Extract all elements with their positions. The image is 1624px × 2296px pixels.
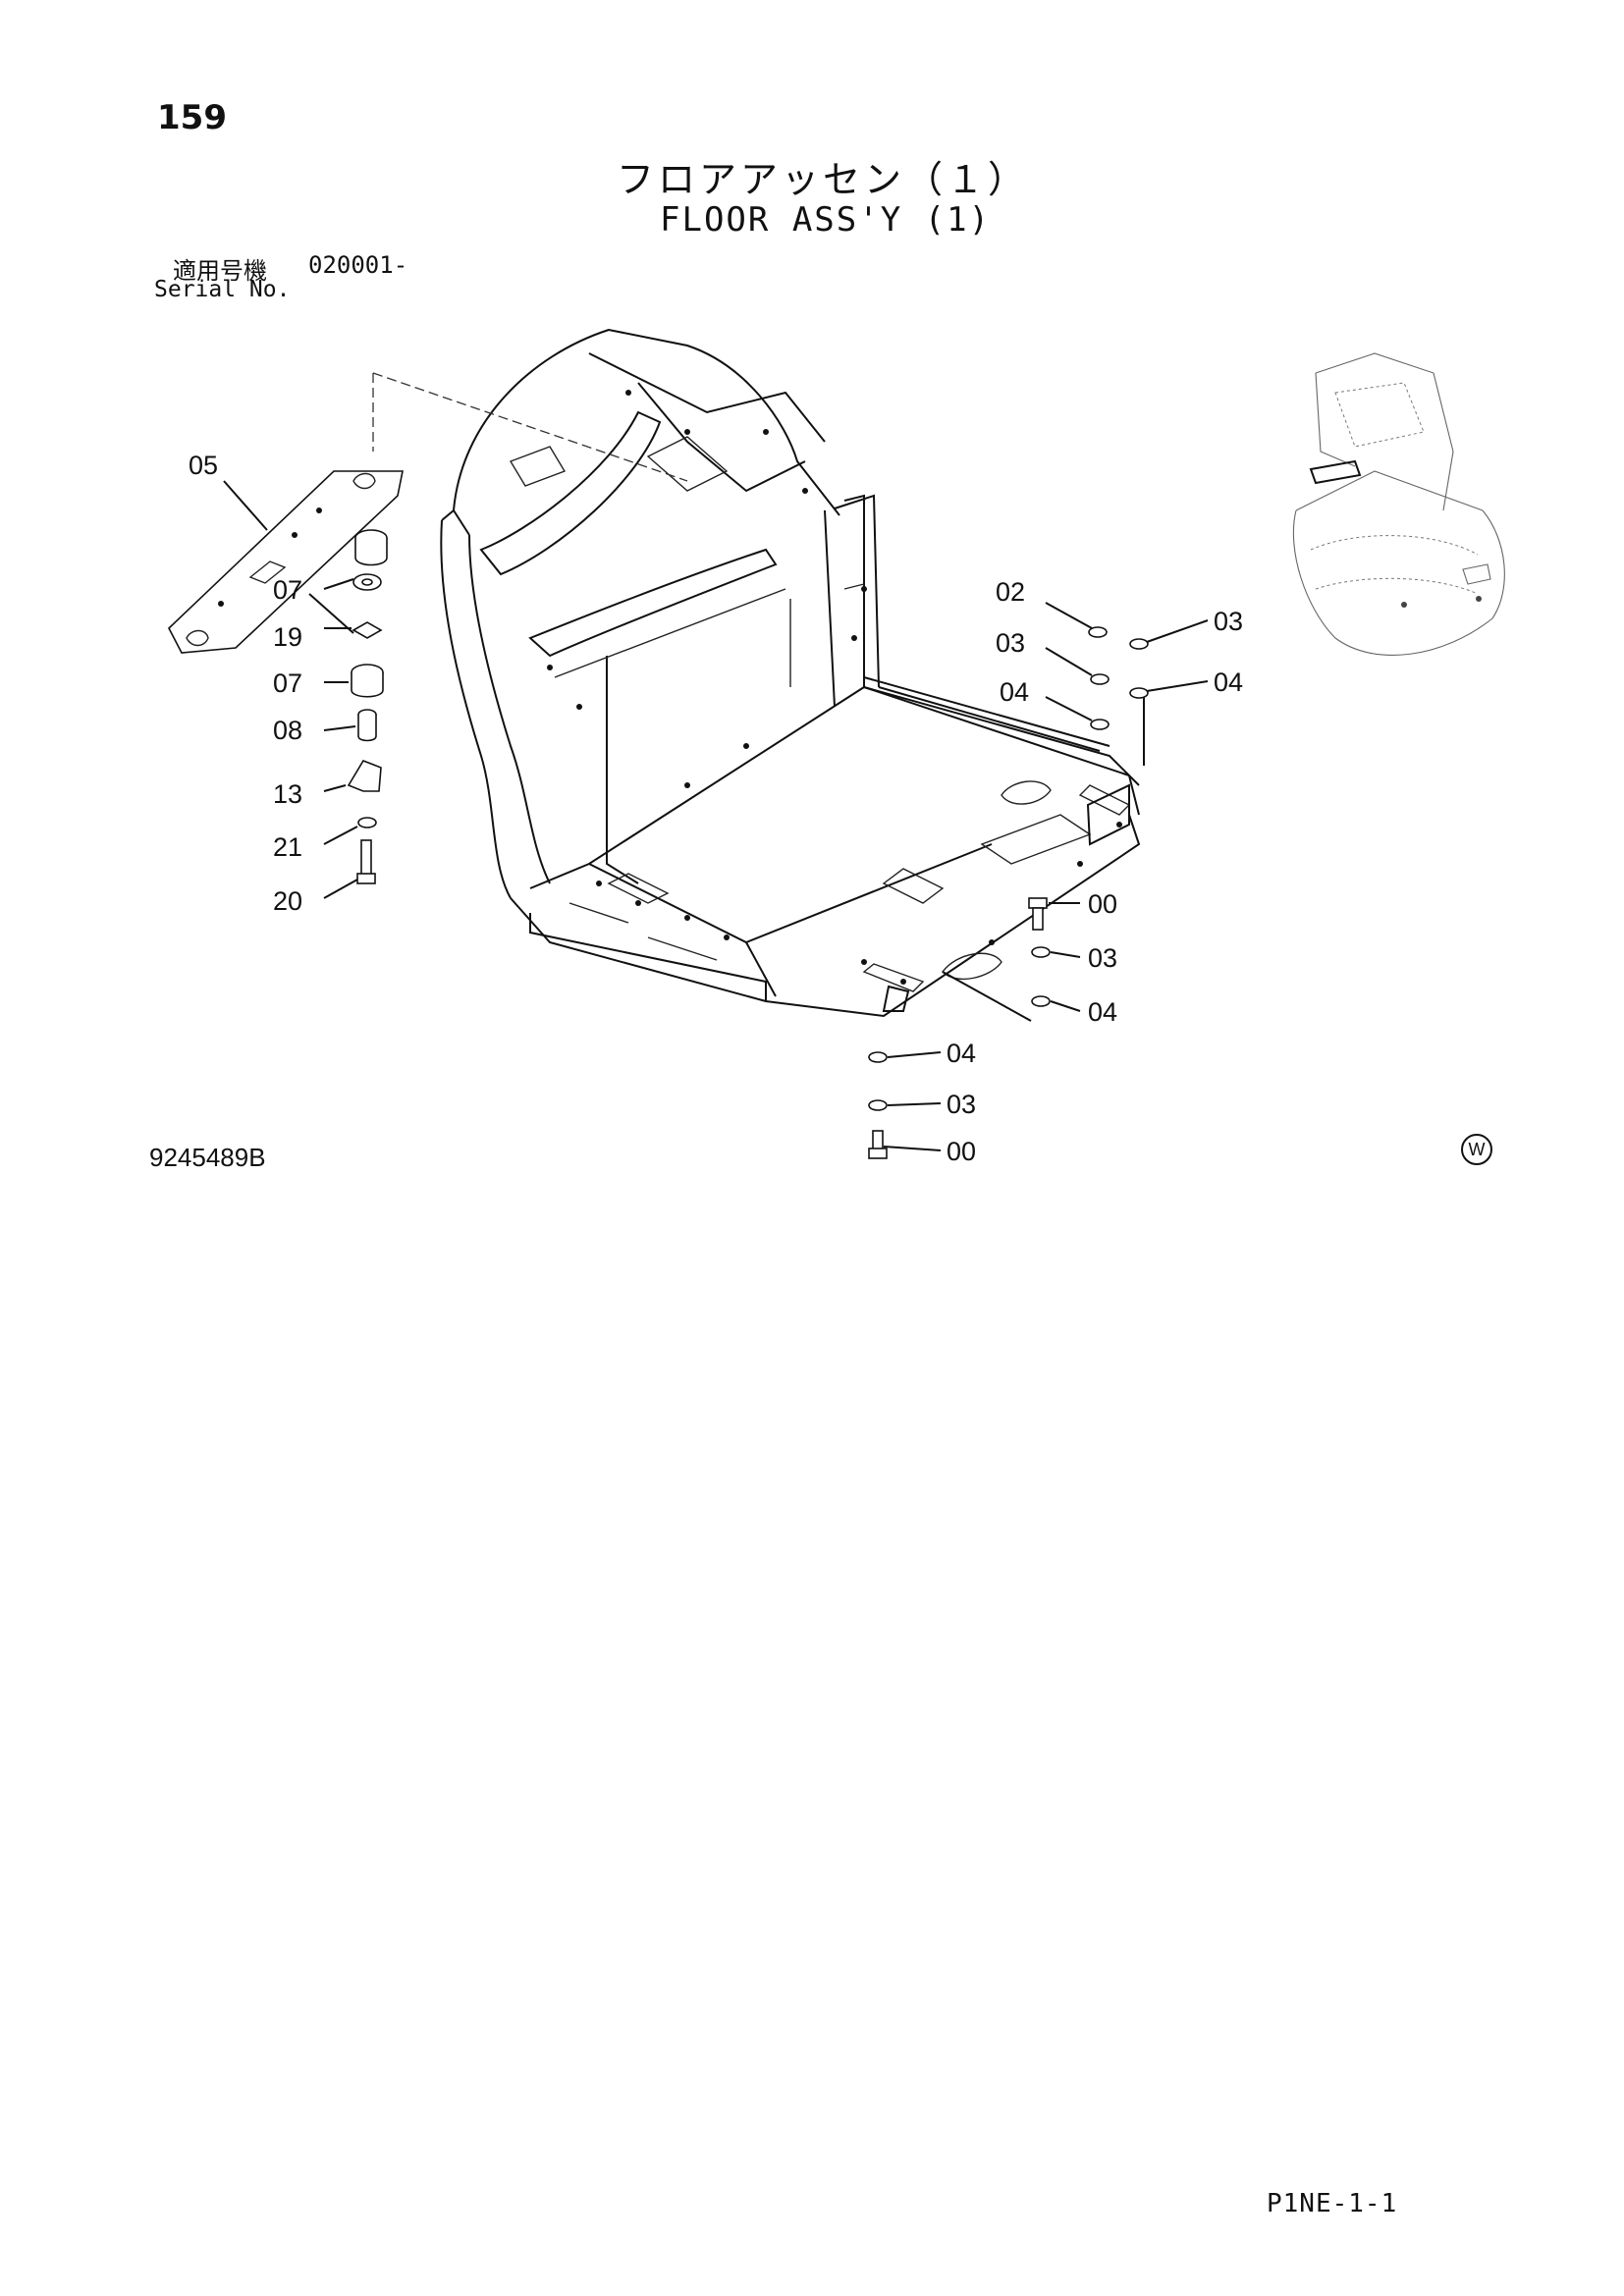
plate-13 bbox=[347, 760, 382, 792]
washer-04b bbox=[1090, 719, 1110, 730]
callout-20: 20 bbox=[273, 886, 302, 916]
callout-19: 19 bbox=[273, 622, 302, 652]
w-mark-icon: W bbox=[1461, 1134, 1492, 1165]
washer-19 bbox=[352, 573, 382, 591]
washer-21 bbox=[357, 817, 377, 828]
callout-03: 03 bbox=[947, 1090, 976, 1119]
callout-03: 03 bbox=[1214, 607, 1243, 636]
callout-00: 00 bbox=[947, 1137, 976, 1166]
washer-03c bbox=[1031, 946, 1051, 958]
bolt-00b bbox=[868, 1130, 888, 1159]
leader-lines bbox=[223, 480, 1209, 1151]
washer-04a bbox=[1129, 687, 1149, 699]
title-japanese: フロアアッセン（１） bbox=[617, 158, 1030, 201]
nut-03d bbox=[868, 1099, 888, 1111]
nut-02 bbox=[1088, 626, 1108, 638]
callout-08: 08 bbox=[273, 716, 302, 745]
callout-04: 04 bbox=[1000, 677, 1029, 707]
assembly-line bbox=[372, 372, 688, 482]
serial-label-english: Serial No. bbox=[154, 277, 291, 302]
washer-19b bbox=[352, 621, 383, 639]
callout-07: 07 bbox=[273, 575, 302, 605]
callout-00: 00 bbox=[1088, 889, 1117, 919]
callout-04: 04 bbox=[947, 1039, 976, 1068]
callout-13: 13 bbox=[273, 779, 302, 809]
callout-03: 03 bbox=[1088, 943, 1117, 973]
collar-08 bbox=[357, 709, 377, 742]
callout-04: 04 bbox=[1088, 997, 1117, 1027]
bolt-20 bbox=[356, 839, 376, 884]
washer-04d bbox=[868, 1051, 888, 1063]
callout-07: 07 bbox=[273, 668, 302, 698]
callout-05: 05 bbox=[189, 451, 218, 480]
serial-label-japanese: 適用号機 bbox=[173, 257, 267, 285]
serial-value: 020001- bbox=[308, 251, 408, 279]
washer-03b bbox=[1090, 673, 1110, 685]
callout-04: 04 bbox=[1214, 667, 1243, 697]
drawing-number: 9245489B bbox=[149, 1143, 266, 1172]
rubber-mount-07b bbox=[351, 664, 384, 698]
rubber-mount-07a bbox=[354, 529, 388, 566]
key-map-thumbnail bbox=[1292, 352, 1505, 656]
bracket-part-05 bbox=[168, 470, 404, 654]
callout-02: 02 bbox=[996, 577, 1025, 607]
callout-21: 21 bbox=[273, 832, 302, 862]
title-english: FLOOR ASS'Y (1) bbox=[660, 200, 992, 240]
washer-04c bbox=[1031, 995, 1051, 1007]
washer-03a bbox=[1129, 638, 1149, 650]
bolt-00a bbox=[1028, 897, 1048, 931]
footer-reference: P1NE-1-1 bbox=[1267, 2189, 1398, 2218]
floor-frame-drawing bbox=[440, 328, 1141, 1018]
page-number: 159 bbox=[157, 98, 227, 137]
callout-03: 03 bbox=[996, 628, 1025, 658]
